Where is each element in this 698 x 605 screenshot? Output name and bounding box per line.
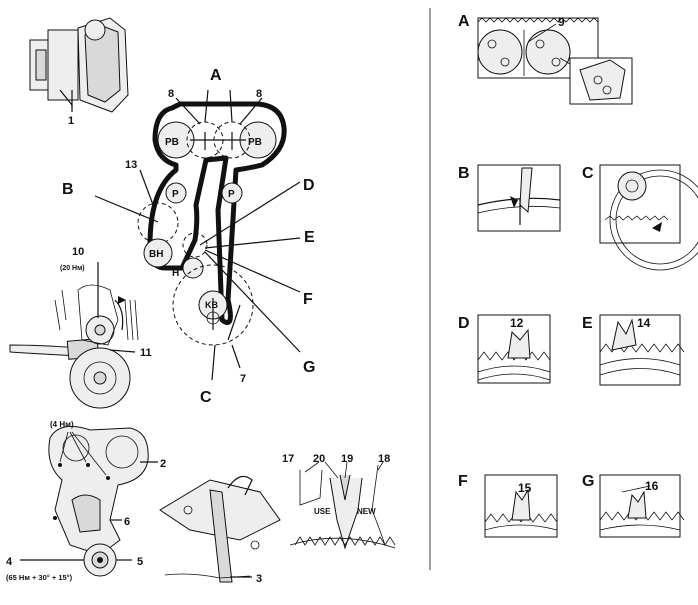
- detail-panel-c: [599, 164, 698, 271]
- torque-note-2: (4 Нм): [50, 420, 74, 429]
- view-letter-d: D: [303, 177, 315, 194]
- detail-letter-d: D: [458, 315, 470, 332]
- callout-6: 6: [124, 516, 130, 528]
- view-letter-a: A: [210, 67, 222, 84]
- detail-panel-e: [599, 314, 685, 386]
- detail-letter-a: A: [458, 13, 470, 30]
- callout-3: 3: [256, 573, 262, 585]
- pulley-label-p-right: P: [228, 189, 235, 200]
- callout-19: 19: [341, 453, 353, 465]
- pulley-label-p-left: P: [172, 189, 179, 200]
- callout-20: 20: [313, 453, 325, 465]
- pulley-label-pb-left: PB: [165, 137, 179, 148]
- detail-panel-g: [599, 474, 685, 538]
- view-letter-e: E: [304, 229, 315, 246]
- callout-9: 9: [558, 15, 565, 29]
- callout-16: 16: [645, 479, 659, 493]
- pulley-label-bh: BH: [149, 249, 163, 260]
- view-letter-f: F: [303, 291, 313, 308]
- wrench-drawing: [9, 284, 139, 409]
- torque-note-4: (65 Нм + 30° + 15°): [6, 573, 73, 582]
- belt-text-new: NEW: [357, 507, 376, 516]
- detail-letter-f: F: [458, 473, 468, 490]
- detail-letter-e: E: [582, 315, 593, 332]
- detail-panel-b: [477, 164, 561, 232]
- view-letter-c: C: [200, 389, 212, 406]
- callout-11: 11: [140, 347, 152, 359]
- callout-13: 13: [125, 159, 137, 171]
- view-letter-b: B: [62, 181, 74, 198]
- callout-7: 7: [240, 373, 246, 385]
- callout-8-left: 8: [168, 88, 174, 100]
- detail-panel-d: [477, 314, 551, 384]
- callout-10: 10: [72, 246, 84, 258]
- callout-8-right: 8: [256, 88, 262, 100]
- detail-panel-f: [484, 474, 558, 538]
- callout-2: 2: [160, 458, 166, 470]
- callout-5: 5: [137, 556, 143, 568]
- belt-marking-detail: [289, 464, 396, 550]
- callout-14: 14: [637, 316, 651, 330]
- detail-panel-a: [477, 17, 633, 105]
- detail-letter-g: G: [582, 473, 594, 490]
- pulley-label-h: H: [172, 268, 179, 279]
- belt-routing: [137, 101, 287, 346]
- alignment-tool-drawing: [159, 475, 281, 583]
- torque-note-10: (20 Нм): [60, 265, 85, 272]
- detail-letter-b: B: [458, 165, 470, 182]
- pulley-label-kb: KB: [205, 300, 218, 310]
- pulley-label-pb-right: PB: [248, 137, 262, 148]
- callout-4: 4: [6, 556, 13, 568]
- callout-17: 17: [282, 453, 294, 465]
- view-letter-g: G: [303, 359, 315, 376]
- tensioner-assembly-drawing: [29, 17, 129, 113]
- callout-18: 18: [378, 453, 390, 465]
- callout-1: 1: [68, 115, 74, 127]
- callout-15: 15: [518, 481, 532, 495]
- belt-text-use: USE: [314, 507, 331, 516]
- detail-letter-c: C: [582, 165, 594, 182]
- callout-12: 12: [510, 316, 524, 330]
